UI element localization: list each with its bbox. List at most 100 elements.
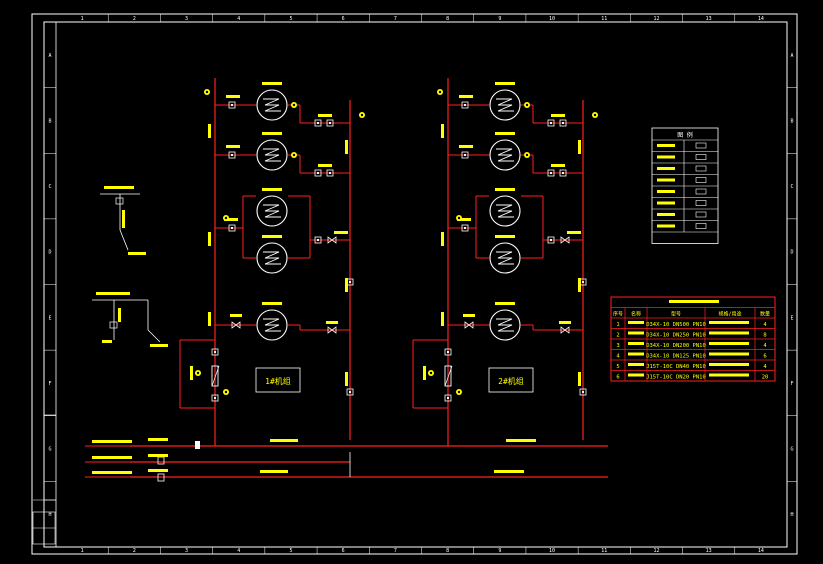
pipe-label-vertical (441, 232, 444, 246)
pipe-label-vertical (208, 232, 211, 246)
legend-name (657, 155, 675, 159)
legend-symbol (695, 154, 707, 160)
parts-spec-mark (709, 352, 749, 356)
valve-icon (211, 348, 219, 356)
frame-right-letter: A (790, 53, 793, 59)
frame-top-number: 6 (342, 16, 345, 22)
frame-right-letter: B (790, 118, 793, 124)
frame-right-letter: G (790, 447, 793, 453)
frame-bottom-number: 6 (342, 548, 345, 554)
frame-left-letter: F (48, 381, 51, 387)
frame-top-number: 9 (498, 16, 501, 22)
frame-bottom-number: 13 (706, 548, 712, 554)
valve-icon (211, 394, 219, 402)
parts-cell: 4 (763, 322, 767, 328)
main-headers (85, 438, 608, 482)
parts-cell: 8 (763, 333, 766, 339)
valve-icon (326, 119, 334, 127)
parts-cell: 20 (762, 375, 769, 381)
pipe-label-vertical (208, 312, 211, 326)
coil-icon (263, 251, 281, 265)
valve-icon (314, 119, 322, 127)
butterfly-valve-icon (327, 326, 337, 334)
parts-cell: D34X-10 DN250 PN10 (646, 333, 706, 339)
parts-cell: 6 (763, 354, 766, 360)
frame-left-letter: H (48, 512, 51, 518)
frame-left-letter: D (48, 250, 51, 256)
frame-top-number: 7 (394, 16, 397, 22)
frame-left-letter: C (48, 184, 51, 190)
frame-bottom-number: 4 (237, 548, 240, 554)
heat-exchanger (256, 139, 288, 171)
frame-bottom-number: 5 (289, 548, 292, 554)
heat-exchanger (256, 242, 288, 274)
frame-left-letter: A (48, 53, 51, 59)
frame-top-number: 5 (289, 16, 292, 22)
unit-2-piping: 2#机组 (412, 78, 598, 446)
pipe-label-vertical (578, 278, 581, 292)
coil-icon (263, 98, 281, 112)
frame-bottom-number: 12 (653, 548, 659, 554)
pipe-label (224, 218, 238, 221)
frame-top-number: 3 (185, 16, 188, 22)
frame-right-letter: C (790, 184, 793, 190)
legend-symbol (695, 142, 707, 149)
valve-icon (461, 224, 469, 232)
pipe-label (559, 321, 571, 324)
valve-icon (314, 169, 322, 177)
pipe-label (318, 164, 332, 167)
parts-name-mark (628, 373, 644, 377)
tag-label-mark (262, 235, 282, 238)
parts-cell: 4 (616, 354, 620, 360)
heat-exchanger (489, 139, 521, 171)
frame-top-number: 8 (446, 16, 449, 22)
frame-top-number: 4 (237, 16, 240, 22)
pipe-label (334, 231, 348, 234)
pipe-label-vertical (345, 278, 348, 292)
coil-icon (496, 204, 514, 218)
valve-icon (228, 224, 236, 232)
butterfly-valve-icon (464, 321, 474, 329)
valve-icon (579, 388, 587, 396)
valve-icon (444, 348, 452, 356)
parts-spec-mark (709, 342, 749, 345)
legend-symbol (695, 211, 707, 218)
legend-name (657, 190, 675, 193)
parts-cell: 4 (763, 343, 767, 349)
frame-bottom-number: 11 (601, 548, 607, 554)
coil-icon (496, 251, 514, 265)
parts-cell: D34X-10 DN125 PN10 (646, 354, 706, 360)
legend-name (657, 224, 675, 228)
pipe-label (318, 114, 332, 117)
frame-top-number: 11 (601, 16, 607, 22)
legend-table: 图 例 (651, 127, 719, 244)
frame-top-number: 1 (81, 16, 84, 22)
frame-left-letter: B (48, 118, 51, 124)
pipe-label-vertical (423, 366, 426, 380)
legend-name (657, 144, 675, 147)
pump-icon (211, 365, 219, 387)
parts-header: 名称 (631, 311, 641, 318)
parts-cell: 1 (616, 322, 619, 328)
frame-right-letter: F (790, 381, 793, 387)
frame-top-number: 10 (549, 16, 555, 22)
legend-symbol (695, 165, 707, 172)
pipe-label-vertical (441, 312, 444, 326)
legend-title: 图 例 (677, 131, 693, 139)
heat-exchanger (489, 89, 521, 121)
parts-cell: J15T-10C DN40 PN10 (646, 364, 706, 370)
legend-name (657, 213, 675, 216)
valve-icon (547, 236, 555, 244)
frame-right-letter: H (790, 512, 793, 518)
pipe-label-vertical (578, 140, 581, 154)
parts-cell: J15T-10C DN20 PN10 (646, 375, 706, 381)
unit-label-box (488, 367, 534, 393)
pipe-label (551, 164, 565, 167)
pipe-label (226, 145, 240, 148)
unit-name: 1#机组 (265, 376, 291, 386)
frame-bottom-number: 3 (185, 548, 188, 554)
parts-name-mark (628, 321, 644, 324)
valve-icon (559, 119, 567, 127)
